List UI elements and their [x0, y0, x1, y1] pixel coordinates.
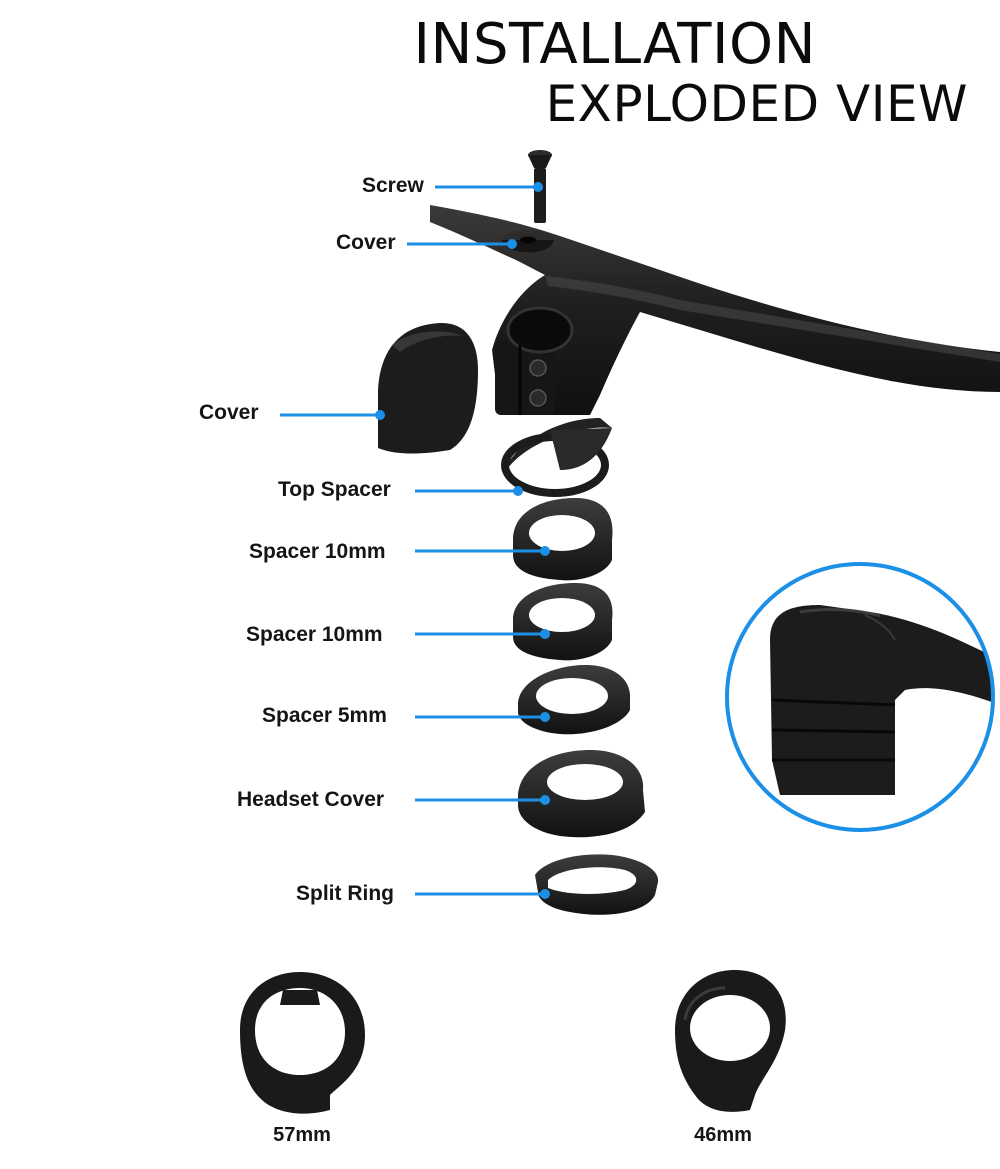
label-size-46mm: 46mm — [694, 1124, 752, 1146]
title-line-1: INSTALLATION — [413, 12, 816, 77]
leader-lines — [280, 182, 550, 899]
spacer-10mm-b-part — [513, 583, 613, 661]
top-spacer-part — [501, 418, 612, 497]
spacer-5mm-part — [518, 665, 631, 735]
screw-part — [528, 150, 552, 223]
label-spacer-5mm: Spacer 5mm — [262, 704, 387, 727]
size-57mm-part — [240, 972, 365, 1114]
label-size-57mm: 57mm — [273, 1124, 331, 1146]
title-line-2: EXPLODED VIEW — [545, 75, 968, 133]
headset-cover-part — [518, 750, 645, 838]
label-headset-cover: Headset Cover — [237, 788, 385, 811]
split-ring-part — [535, 854, 659, 915]
label-split-ring: Split Ring — [296, 882, 394, 905]
size-46mm-part — [675, 970, 786, 1112]
label-screw: Screw — [362, 174, 424, 197]
zoom-detail — [725, 562, 995, 832]
label-top-spacer: Top Spacer — [278, 478, 391, 501]
side-cover-part — [378, 322, 478, 454]
spacer-10mm-a-part — [513, 498, 613, 581]
label-spacer-10mm-b: Spacer 10mm — [246, 623, 383, 646]
label-spacer-10mm-a: Spacer 10mm — [249, 540, 386, 563]
handlebar-cockpit — [430, 205, 1000, 415]
label-cover-top: Cover — [336, 231, 396, 254]
label-cover-side: Cover — [199, 401, 259, 424]
